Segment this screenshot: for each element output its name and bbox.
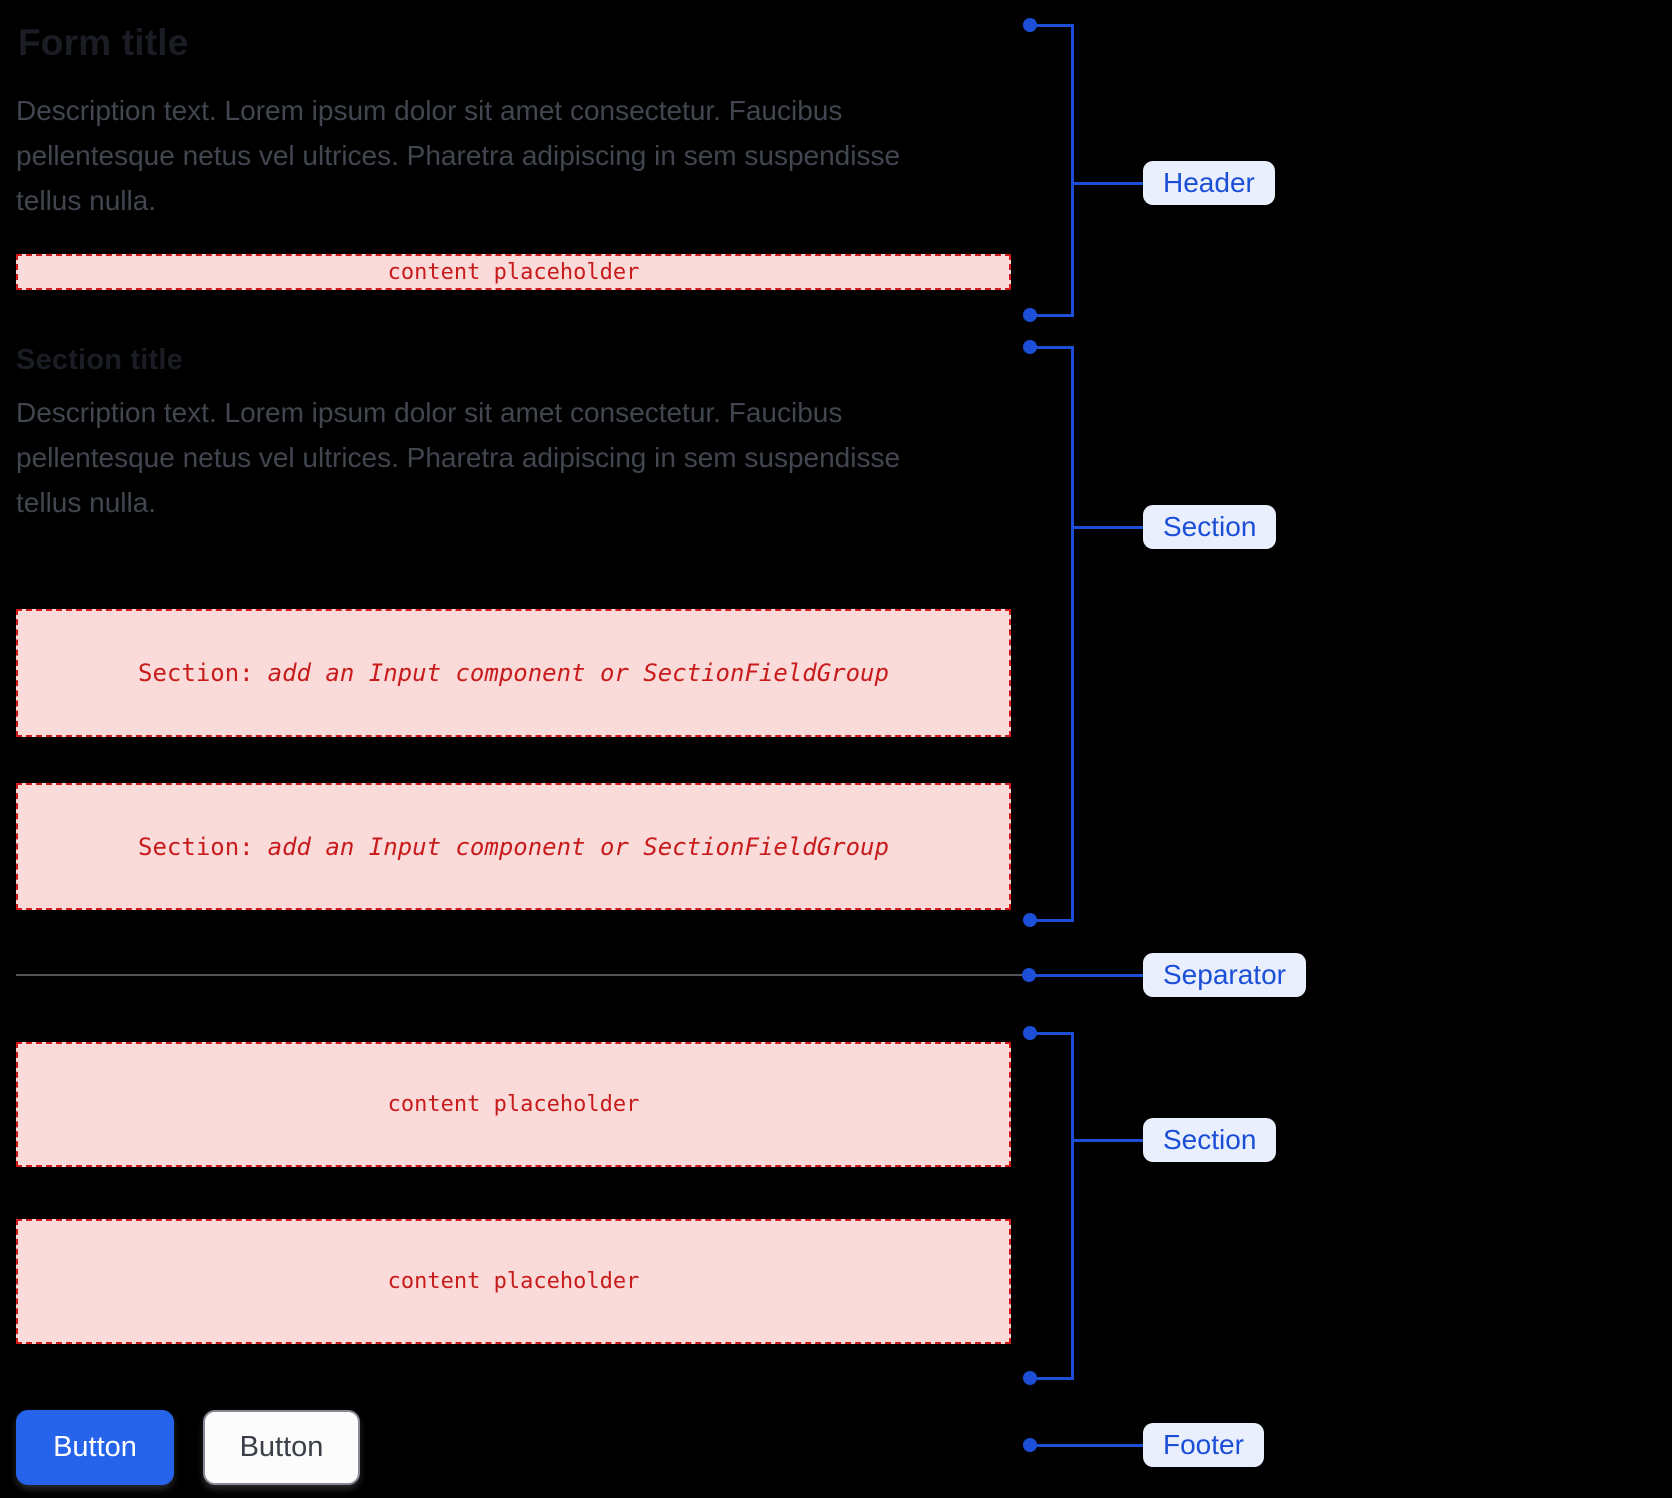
header-bracket-line	[1071, 24, 1074, 317]
section2-bracket-top-arm	[1030, 1032, 1072, 1035]
separator-line	[16, 974, 1022, 976]
footer-label-connector	[1030, 1444, 1143, 1447]
header-bracket-bottom-arm	[1030, 314, 1072, 317]
primary-button[interactable]: Button	[16, 1410, 174, 1485]
section-fieldgroup-placeholder: Section: add an Input component or Secti…	[16, 609, 1011, 737]
placeholder-label: content placeholder	[387, 1092, 640, 1117]
placeholder-label: content placeholder	[387, 259, 640, 285]
placeholder-note: add an Input component or SectionFieldGr…	[267, 659, 889, 687]
section2-label-connector	[1072, 1139, 1143, 1142]
placeholder-prefix: Section:	[138, 659, 254, 687]
section1-bracket-bottom-dot	[1023, 913, 1037, 927]
form-title: Form title	[18, 22, 189, 63]
placeholder-note: add an Input component or SectionFieldGr…	[267, 832, 889, 861]
section1-annotation-label: Section	[1143, 505, 1277, 549]
section-fieldgroup-placeholder: Section: add an Input component or Secti…	[16, 783, 1011, 910]
content-placeholder: content placeholder	[16, 1219, 1011, 1344]
section1-bracket-bottom-arm	[1030, 919, 1072, 922]
header-content-placeholder: content placeholder	[16, 254, 1011, 290]
footer-annotation-label: Footer	[1143, 1423, 1264, 1467]
separator-label-connector	[1029, 974, 1143, 977]
header-bracket-bottom-dot	[1023, 308, 1037, 322]
section-description: Description text. Lorem ipsum dolor sit …	[16, 397, 901, 518]
placeholder-prefix: Section:	[138, 832, 254, 861]
section2-bracket-bottom-arm	[1030, 1377, 1072, 1380]
content-placeholder: content placeholder	[16, 1042, 1011, 1167]
header-annotation-label: Header	[1143, 161, 1275, 205]
header-bracket-top-arm	[1030, 24, 1072, 27]
separator-annotation-label: Separator	[1143, 953, 1306, 997]
section1-bracket-line	[1071, 346, 1074, 922]
placeholder-label: content placeholder	[387, 1269, 640, 1294]
section-title: Section title	[16, 344, 183, 376]
secondary-button[interactable]: Button	[203, 1410, 360, 1485]
section2-bracket-line	[1071, 1032, 1074, 1380]
section1-label-connector	[1072, 526, 1143, 529]
header-label-connector	[1072, 182, 1143, 185]
section1-bracket-top-arm	[1030, 346, 1072, 349]
section2-bracket-bottom-dot	[1023, 1371, 1037, 1385]
form-description: Description text. Lorem ipsum dolor sit …	[16, 95, 901, 216]
section2-annotation-label: Section	[1143, 1118, 1277, 1162]
